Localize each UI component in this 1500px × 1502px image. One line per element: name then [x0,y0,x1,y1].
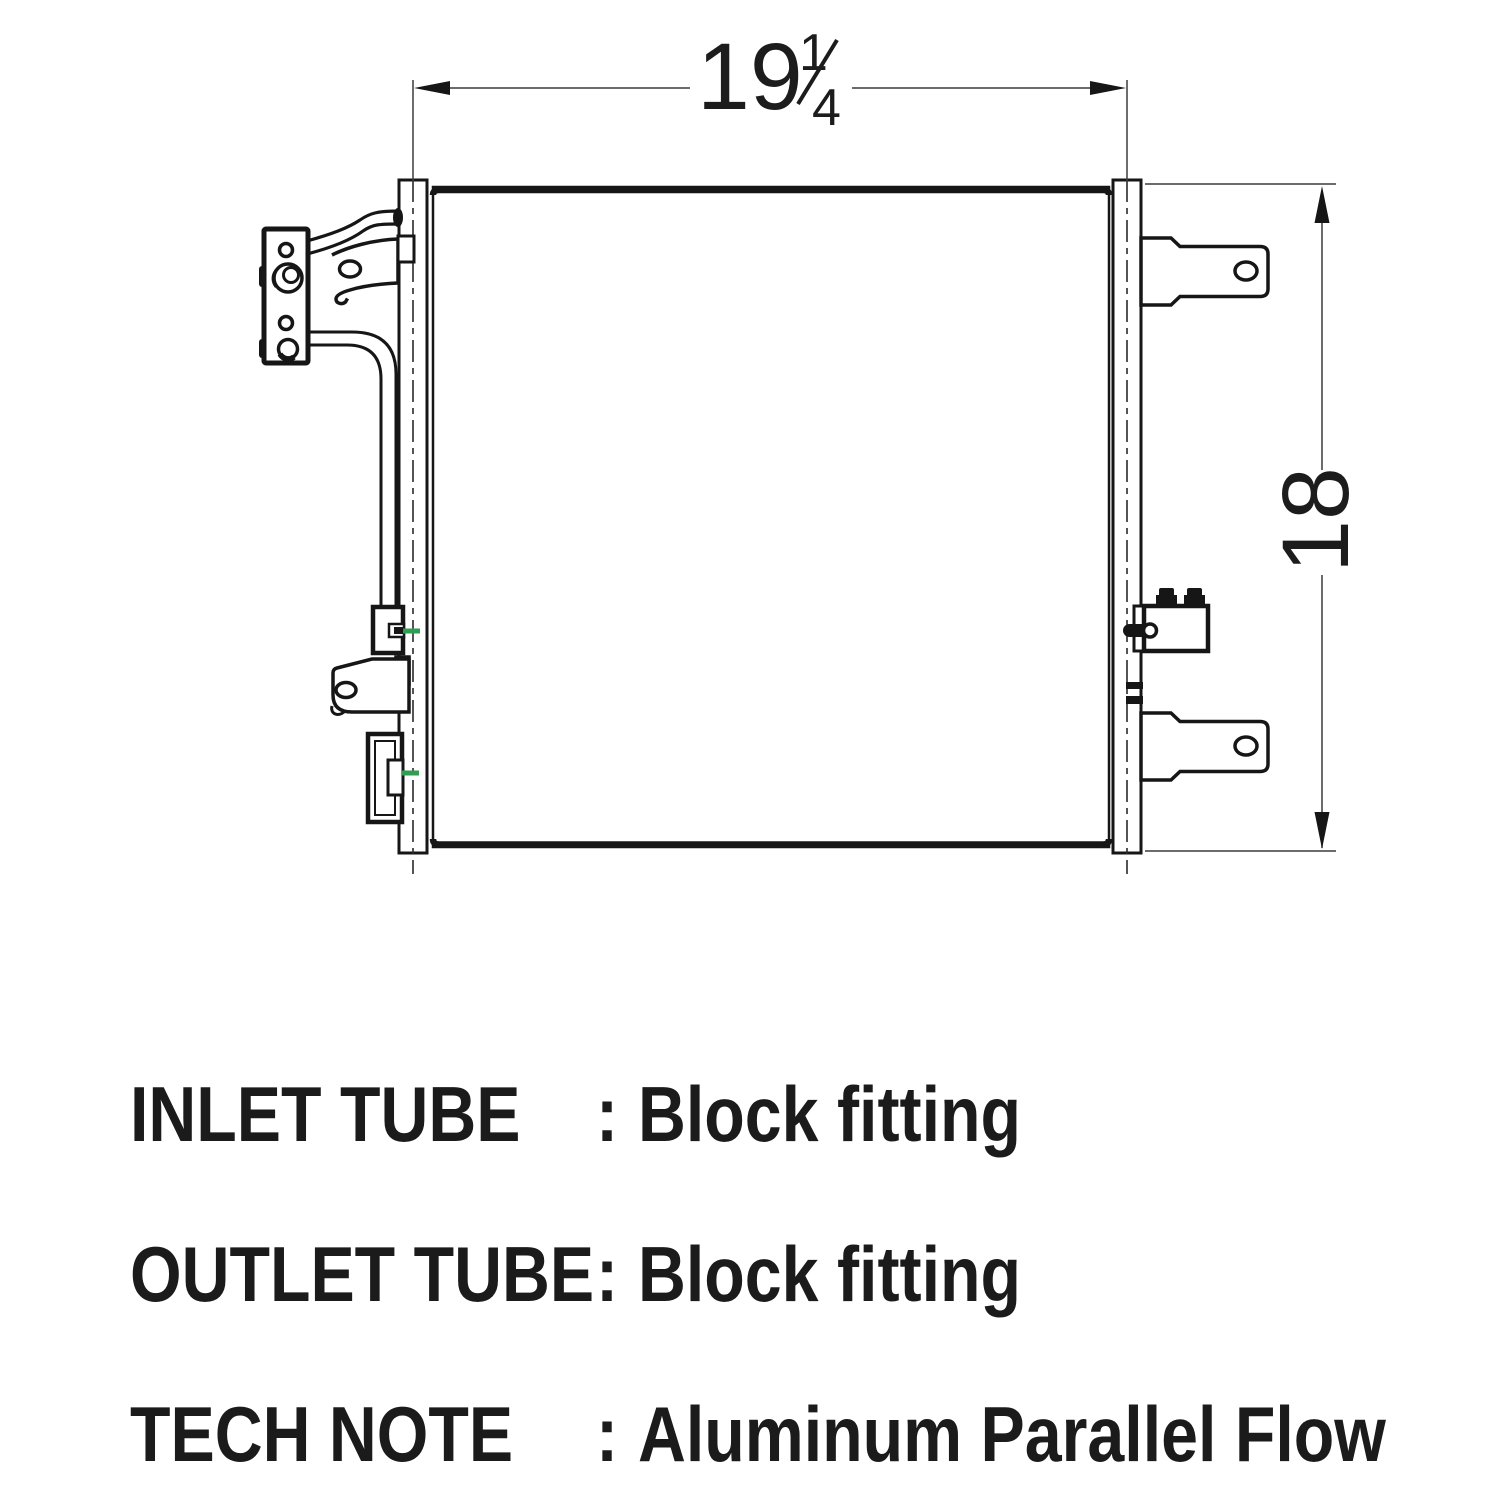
right-upper-tab-slot [1233,260,1259,282]
lower-bracket-body [331,657,411,714]
right-upper-mount-tab [1139,236,1270,307]
width-dimension: 19 1 4 [412,24,1128,182]
fraction-slash-line [796,38,839,106]
spec-separator: : [596,1230,619,1318]
right-block-fitting [1123,588,1211,654]
width-dimension-numerator: 1 [799,24,828,82]
tube-weld-joint [393,208,403,227]
spec-row-tech-note: TECH NOTE : Aluminum Parallel Flow [0,1390,1500,1502]
right-upper-tab-body [1139,236,1270,307]
width-dimension-whole: 19 [697,24,803,130]
right-lower-mount-tab [1139,711,1270,782]
outlet-block-fitting [370,604,420,656]
spec-label: TECH NOTE [130,1390,514,1478]
core-top-edge [429,186,1113,196]
lower-bracket-hook [330,705,345,716]
spec-value: Aluminum Parallel Flow [638,1390,1386,1478]
arrow-left-icon [414,81,450,95]
spec-row-outlet-tube: OUTLET TUBE : Block fitting [0,1230,1500,1342]
arrow-right-icon [1090,81,1126,95]
spec-label: INLET TUBE [130,1070,521,1158]
upper-bracket [331,237,400,306]
right-lower-tab-body [1139,711,1270,782]
block-fitting-upper-pin [394,627,403,634]
spec-row-inlet-tube: INLET TUBE : Block fitting [0,1070,1500,1182]
condenser-core [429,185,1113,849]
right-lower-tab-slot [1233,735,1259,757]
inlet-tube-upper-bottom [306,222,400,256]
block-fitting-lower-notch [386,758,405,797]
inlet-block-fitting [365,731,419,825]
lower-left-bracket [330,657,411,716]
mounting-plate [261,226,311,366]
spec-label: OUTLET TUBE [130,1230,595,1318]
fitting-bolt-head [1141,622,1159,639]
inlet-bracket-assembly [259,208,416,607]
plate-boss-inner [282,266,300,284]
header-clip-lower [1126,696,1143,704]
core-bottom-edge [429,838,1113,848]
arrow-up-icon [1314,186,1330,223]
width-dimension-denominator: 4 [812,79,841,137]
arrow-down-icon [1314,812,1330,849]
plate-hole-small-bottom [277,314,295,332]
spec-separator: : [596,1390,619,1478]
inlet-tube-upper-top [306,209,400,243]
fitting-port-left-cap [1159,588,1174,597]
height-dimension: 18 [1145,183,1369,852]
header-tab-upper [396,234,416,264]
header-clip-upper [1126,682,1143,689]
inlet-tube-lower-inner [307,343,383,607]
plate-boss-highlight [271,269,278,288]
spec-separator: : [596,1070,619,1158]
inlet-tube-lower-outer [307,330,398,607]
lower-bracket-slot [334,680,358,700]
height-dimension-value: 18 [1263,467,1369,573]
plate-hole-shadow [277,352,296,362]
plate-hole-small-top [277,241,295,259]
spec-value: Block fitting [638,1070,1022,1158]
fitting-port-right-cap [1187,588,1202,597]
upper-bracket-slot [337,259,363,279]
spec-value: Block fitting [638,1230,1022,1318]
